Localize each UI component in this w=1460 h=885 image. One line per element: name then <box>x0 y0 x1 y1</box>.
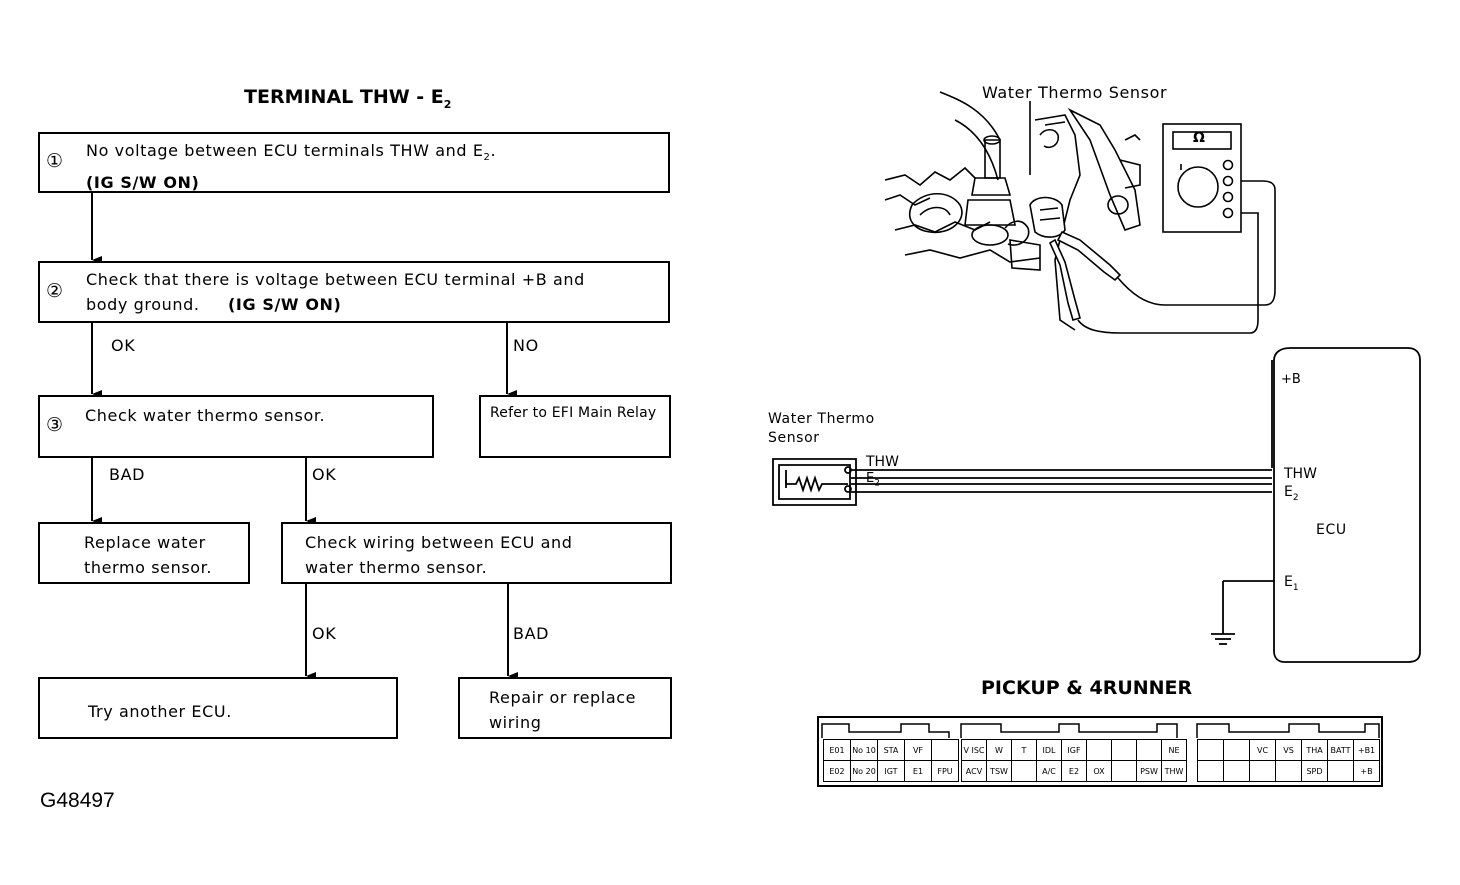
pin-SPD: SPD <box>1301 760 1328 782</box>
pin-empty <box>1249 760 1276 782</box>
pin-ACV: ACV <box>961 760 987 782</box>
refer-text: Refer to EFI Main Relay <box>490 405 657 421</box>
pin-NE: NE <box>1161 739 1187 761</box>
pin-empty <box>1011 760 1037 782</box>
step1-box: ① No voltage between ECU terminals THW a… <box>38 132 670 193</box>
sensor-illustration-label: Water Thermo Sensor <box>982 83 1168 102</box>
pin-E02: E02 <box>823 760 851 782</box>
pin-OX: OX <box>1086 760 1112 782</box>
pin-empty <box>1327 760 1354 782</box>
pin-No20: No 20 <box>850 760 878 782</box>
try-ecu-box: Try another ECU. <box>38 677 398 739</box>
pin-IGF: IGF <box>1061 739 1087 761</box>
label-ok-1: OK <box>111 336 136 355</box>
pin-BATT: BATT <box>1327 739 1354 761</box>
connector-left-table: E01 No 10 STA VF E02 No 20 IGT E1 FPU <box>823 739 959 782</box>
ecu-terminal-thw: THW <box>1284 466 1317 482</box>
label-ok-2: OK <box>312 465 337 484</box>
step2-box: ② Check that there is voltage between EC… <box>38 261 670 323</box>
pin-PSW: PSW <box>1136 760 1162 782</box>
step1-number: ① <box>46 150 64 172</box>
step2-text: Check that there is voltage between ECU … <box>86 270 585 314</box>
connector-right-block: VC VS THA BATT +B1 SPD +B <box>1197 739 1380 782</box>
connector-right-table: VC VS THA BATT +B1 SPD +B <box>1197 739 1380 782</box>
figure-code: G48497 <box>40 789 115 812</box>
connector-mid-block: V ISC W T IDL IGF NE ACV TSW A/C E2 OX P… <box>961 739 1187 782</box>
connector-title: PICKUP & 4RUNNER <box>981 677 1193 699</box>
pin-W: W <box>986 739 1012 761</box>
ecu-label: ECU <box>1316 522 1347 538</box>
step3-text: Check water thermo sensor. <box>85 406 326 425</box>
pin-E2: E2 <box>1061 760 1087 782</box>
step3-box: ③ Check water thermo sensor. <box>38 395 434 458</box>
ecu-terminal-e1: E1 <box>1284 574 1299 593</box>
pin-empty <box>1111 739 1137 761</box>
pin-empty <box>1197 760 1224 782</box>
label-no: NO <box>513 336 539 355</box>
pin-empty <box>1275 760 1302 782</box>
pin-empty <box>1197 739 1224 761</box>
ecu-terminal-e2: E2 <box>1284 484 1299 503</box>
pin-THW: THW <box>1161 760 1187 782</box>
label-ok-3: OK <box>312 624 337 643</box>
pin-empty <box>1086 739 1112 761</box>
ecu-connector: E01 No 10 STA VF E02 No 20 IGT E1 FPU V … <box>817 716 1383 787</box>
pin-E1: E1 <box>904 760 932 782</box>
pin-No10: No 10 <box>850 739 878 761</box>
step1-text: No voltage between ECU terminals THW and… <box>86 141 497 193</box>
label-bad-1: BAD <box>109 465 146 484</box>
connector-outline <box>821 723 1380 738</box>
pin-B1: +B1 <box>1353 739 1380 761</box>
pin-STA: STA <box>877 739 905 761</box>
pin-IDL: IDL <box>1036 739 1062 761</box>
pin-E01: E01 <box>823 739 851 761</box>
pin-VISC: V ISC <box>961 739 987 761</box>
label-bad-2: BAD <box>513 624 550 643</box>
pin-THA: THA <box>1301 739 1328 761</box>
pin-empty <box>931 739 959 761</box>
ohm-icon: Ω <box>1193 130 1205 146</box>
pin-empty <box>1223 739 1250 761</box>
step3-number: ③ <box>46 414 64 436</box>
sensor-terminal-thw: THW <box>866 454 899 470</box>
pin-VC: VC <box>1249 739 1276 761</box>
pin-empty <box>1136 739 1162 761</box>
flowchart-title: TERMINAL THW - E2 <box>244 86 452 111</box>
pin-empty <box>1223 760 1250 782</box>
refer-box: Refer to EFI Main Relay <box>479 395 671 458</box>
pin-VF: VF <box>904 739 932 761</box>
pin-empty <box>1111 760 1137 782</box>
pin-TSW: TSW <box>986 760 1012 782</box>
pin-AC: A/C <box>1036 760 1062 782</box>
pin-IGT: IGT <box>877 760 905 782</box>
step2-number: ② <box>46 280 64 302</box>
ecu-terminal-plus-b: +B <box>1281 372 1301 387</box>
pin-FPU: FPU <box>931 760 959 782</box>
connector-mid-table: V ISC W T IDL IGF NE ACV TSW A/C E2 OX P… <box>961 739 1187 782</box>
sensor-terminal-e2: E2 <box>866 471 880 489</box>
try-ecu-text: Try another ECU. <box>88 702 232 721</box>
connector-left-block: E01 No 10 STA VF E02 No 20 IGT E1 FPU <box>823 739 959 782</box>
pin-T: T <box>1011 739 1037 761</box>
pin-B: +B <box>1353 760 1380 782</box>
pin-VS: VS <box>1275 739 1302 761</box>
